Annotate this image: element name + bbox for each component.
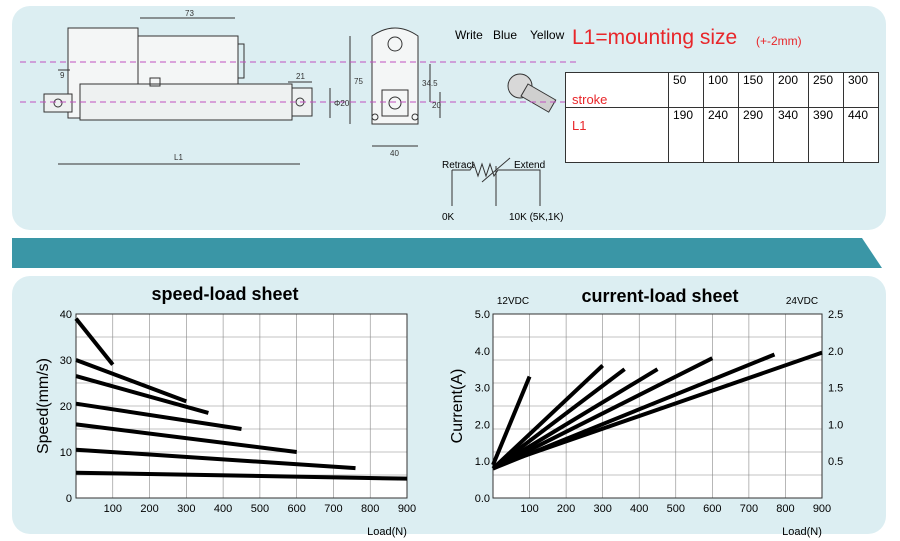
y-tick-label: 4.0 xyxy=(475,346,490,358)
x-tick-label: 400 xyxy=(214,503,232,515)
x-tick-label: 200 xyxy=(140,503,158,515)
dim-75-label: 75 xyxy=(354,77,363,86)
table-row: L1 190 240 290 340 390 440 xyxy=(565,107,879,163)
series-line xyxy=(75,374,209,415)
x-tick-label: 800 xyxy=(361,503,379,515)
stroke-value: 100 xyxy=(703,72,739,108)
l1-value: 290 xyxy=(738,107,774,163)
x-tick-label: 700 xyxy=(324,503,342,515)
dim-phi20-label: Φ20 xyxy=(334,99,350,108)
y-axis-label: Speed(mm/s) xyxy=(35,358,52,454)
l1-value: 190 xyxy=(668,107,704,163)
wire-yellow-label: Yellow xyxy=(530,28,565,42)
dim-34-5-label: 34.5 xyxy=(422,79,438,88)
y2-tick-label: 2.0 xyxy=(828,346,843,358)
table-row: stroke 50 100 150 200 250 300 xyxy=(565,72,879,108)
y-left-caption: 12VDC xyxy=(497,296,529,307)
wire-white-label: Write xyxy=(455,28,483,42)
y-tick-label: 3.0 xyxy=(475,383,490,395)
stroke-value: 250 xyxy=(808,72,844,108)
stroke-value: 300 xyxy=(843,72,879,108)
y-tick-label: 0.0 xyxy=(475,493,490,505)
series-line xyxy=(491,367,659,471)
mounting-size-note: L1=mounting size xyxy=(572,26,738,49)
series-line xyxy=(491,364,605,471)
stroke-value: 200 xyxy=(773,72,809,108)
y-tick-label: 10 xyxy=(60,447,72,459)
y-right-caption: 24VDC xyxy=(786,296,818,307)
chart-title: speed-load sheet xyxy=(151,284,298,304)
y-tick-label: 2.0 xyxy=(475,419,490,431)
y-tick-label: 1.0 xyxy=(475,456,490,468)
x-tick-label: 300 xyxy=(177,503,195,515)
pot-ten-label: 10K (5K,1K) xyxy=(509,212,564,223)
x-axis-label: Load(N) xyxy=(367,526,407,538)
stroke-value: 50 xyxy=(668,72,704,108)
wire-blue-label: Blue xyxy=(493,28,518,42)
x-tick-label: 700 xyxy=(740,503,758,515)
series-line xyxy=(75,401,242,431)
series-line xyxy=(74,317,115,366)
y2-tick-label: 1.0 xyxy=(828,419,843,431)
pot-extend-label: Extend xyxy=(514,160,546,171)
dim-73-label: 73 xyxy=(185,9,194,18)
plot-frame xyxy=(492,313,823,499)
x-tick-label: 100 xyxy=(520,503,538,515)
x-tick-label: 600 xyxy=(703,503,721,515)
l1-value: 240 xyxy=(703,107,739,163)
y2-tick-label: 1.5 xyxy=(828,383,843,395)
y-tick-label: 5.0 xyxy=(475,309,490,321)
x-tick-label: 200 xyxy=(557,503,575,515)
dim-l1-label: L1 xyxy=(174,153,183,162)
series-line xyxy=(75,447,356,471)
x-tick-label: 800 xyxy=(776,503,794,515)
current-load-chart: current-load sheet 100 200 300 400 500 600 700 8… xyxy=(449,286,843,538)
stroke-row-label: stroke xyxy=(565,72,669,108)
chart-title: current-load sheet xyxy=(581,286,738,306)
series-line xyxy=(492,356,714,471)
stroke-value: 150 xyxy=(738,72,774,108)
x-tick-label: 300 xyxy=(593,503,611,515)
x-axis-label: Load(N) xyxy=(782,526,822,538)
series-line xyxy=(75,358,188,404)
l1-value: 340 xyxy=(773,107,809,163)
dim-21-label: 21 xyxy=(296,72,305,81)
pot-zero-label: 0K xyxy=(442,212,455,223)
y-tick-label: 0 xyxy=(66,493,72,505)
x-tick-label: 500 xyxy=(667,503,685,515)
x-tick-label: 900 xyxy=(813,503,831,515)
y2-tick-label: 2.5 xyxy=(828,309,843,321)
series-line xyxy=(491,375,532,466)
l1-row-label: L1 xyxy=(565,107,669,163)
mounting-tolerance: (+-2mm) xyxy=(756,34,802,48)
y-axis-label: Current(A) xyxy=(449,369,466,444)
series-line xyxy=(491,367,626,471)
dim-9-label: 9 xyxy=(60,71,65,80)
series-line xyxy=(75,422,297,454)
y-tick-label: 40 xyxy=(60,309,72,321)
series-line xyxy=(75,470,408,481)
dim-20-label: 20 xyxy=(432,101,441,110)
series-line xyxy=(492,350,823,469)
l1-value: 440 xyxy=(843,107,879,163)
x-tick-label: 100 xyxy=(104,503,122,515)
y-tick-label: 20 xyxy=(60,401,72,413)
x-tick-label: 900 xyxy=(398,503,416,515)
x-tick-label: 400 xyxy=(630,503,648,515)
plot-frame xyxy=(75,313,408,499)
l1-value: 390 xyxy=(808,107,844,163)
x-tick-label: 500 xyxy=(251,503,269,515)
actuator-drawing: 73 9 21 Φ20 L1 75 34.5 20 40 xyxy=(20,9,580,206)
dim-40-label: 40 xyxy=(390,149,399,158)
stroke-table: stroke 50 100 150 200 250 300 L1 190 240… xyxy=(565,72,879,163)
divider-band xyxy=(12,238,882,268)
x-tick-label: 600 xyxy=(287,503,305,515)
y-tick-label: 30 xyxy=(60,355,72,367)
pot-retract-label: Retract xyxy=(442,160,475,171)
y2-tick-label: 0.5 xyxy=(828,456,843,468)
